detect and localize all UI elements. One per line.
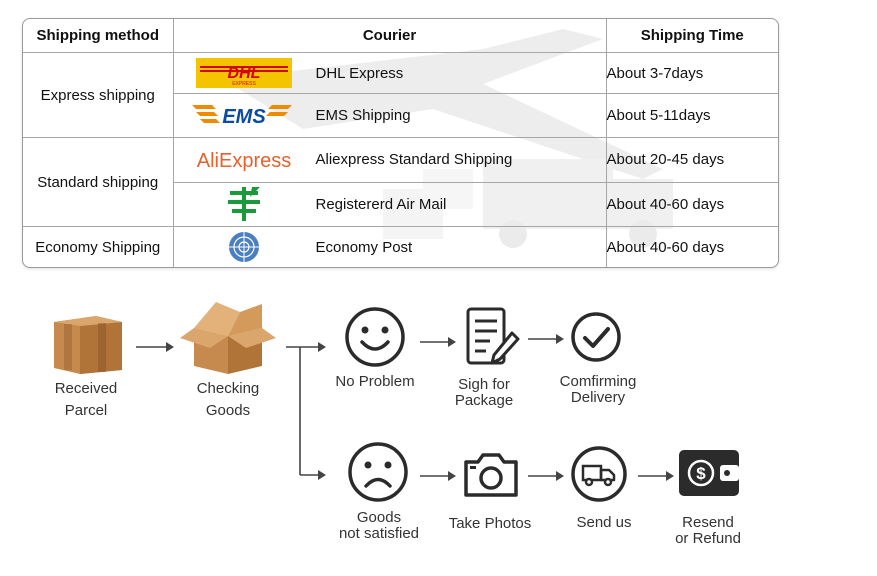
shipping-time: About 40-60 days [605,226,778,267]
delivery-truck-icon [571,446,627,502]
shipping-time: About 3-7days [605,52,778,94]
arrow-right-icon [528,471,564,481]
courier-cell: Registererd Air Mail [173,181,607,228]
check-circle-icon [571,312,621,362]
take-photos-label: Take Photos [448,515,532,532]
camera-icon [464,453,518,497]
courier-name: Aliexpress Standard Shipping [315,151,513,169]
aliexpress-logo-icon: AliExpress [196,150,290,172]
aliexpress-logo-text: AliExpress [196,150,290,172]
sad-face-icon [348,442,408,502]
table-row: Standard shipping AliExpress Aliexpress … [23,137,778,228]
dhl-logo-subtext: EXPRESS [232,81,256,87]
shipping-table: Shipping method Courier Shipping Time Ex… [23,19,778,267]
arrow-right-icon [528,334,564,344]
dhl-logo-text: DHL [227,65,260,82]
china-post-logo-icon [227,187,260,222]
arrow-right-icon [420,471,456,481]
courier-cell: Economy Post [172,226,607,267]
courier-name: Economy Post [315,238,413,256]
ems-logo-icon: EMS [191,105,292,128]
smiley-face-icon [345,307,405,367]
courier-name: EMS Shipping [315,106,411,124]
arrow-right-icon [136,342,174,352]
un-logo-icon [228,232,259,263]
table-row: EMS EMS Shipping About 5-11days [23,92,778,139]
header-shipping-time: Shipping Time [605,19,778,54]
shipping-time: About 5-11days [605,92,778,139]
courier-cell: AliExpress Aliexpress Standard Shipping [172,137,607,183]
shipping-time: About 20-45 days [605,137,778,183]
arrow-right-icon [638,471,674,481]
header-shipping-method: Shipping method [23,19,174,54]
shipping-table-card: Shipping method Courier Shipping Time Ex… [22,18,779,268]
wallet-dollar-icon: $ [679,450,739,496]
closed-box-icon [54,316,122,374]
table-row: Economy Shipping Economy Post [23,226,778,267]
dhl-logo-icon: DHL EXPRESS [195,58,292,89]
no-problem-label: No Problem [335,373,415,390]
courier-cell: EMS EMS Shipping [173,92,607,139]
header-courier: Courier [172,19,607,54]
table-row: Express shipping DHL EXPRESS DHL Express [23,52,778,139]
open-box-icon [180,302,276,374]
courier-name: Registererd Air Mail [315,195,447,213]
courier-cell: DHL EXPRESS DHL Express [172,52,607,94]
document-pen-icon [466,307,520,365]
method-economy: Economy Shipping [23,226,174,267]
branch-connector-icon [286,342,326,480]
method-standard: Standard shipping [23,137,174,228]
ems-logo-text: EMS [222,106,266,128]
svg-text:$: $ [696,464,706,483]
shipping-time: About 40-60 days [605,181,778,228]
table-row: Registererd Air Mail About 40-60 days [23,181,778,228]
method-express: Express shipping [23,52,174,139]
courier-name: DHL Express [315,64,404,82]
table-header-row: Shipping method Courier Shipping Time [23,19,778,54]
send-us-label: Send us [576,514,632,531]
arrow-right-icon [420,337,456,347]
